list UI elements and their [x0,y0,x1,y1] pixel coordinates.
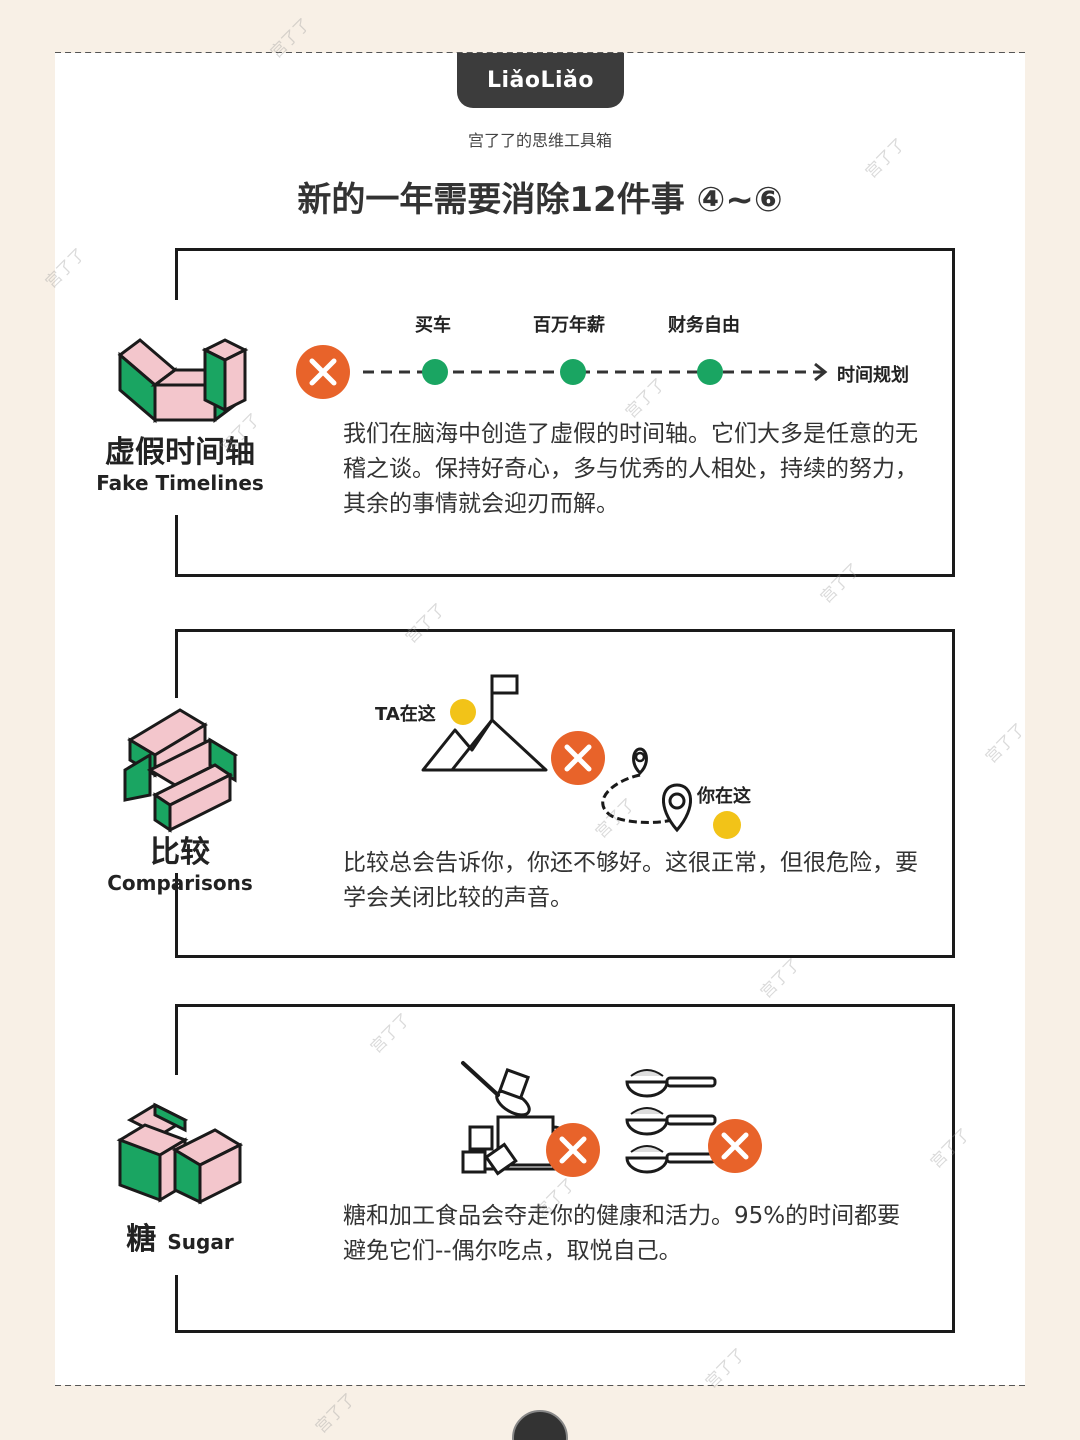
map-route-icon [601,747,692,833]
watermark: 宫了了 [311,1389,359,1437]
item-4-label: 虚假时间轴 Fake Timelines [95,435,265,495]
label-you: 你在这 [697,786,751,807]
brand-logo: LiǎoLiǎo [457,53,624,108]
item-4-title-en: Fake Timelines [96,471,264,495]
close-x-icon [551,731,605,785]
timeline-milestone-1 [422,359,448,385]
number-6-block-icon [116,1102,244,1205]
timeline-graphic [296,345,828,399]
timeline-label-2: 百万年薪 [533,315,605,336]
timeline-label-1: 买车 [415,315,451,336]
label-them: TA在这 [375,704,436,725]
item-6-title-en: Sugar [167,1230,234,1254]
yellow-dot-them [450,699,476,725]
footer-logo-badge [512,1410,568,1440]
item-5-label: 比较 Comparisons [95,835,265,895]
item-6-body: 糖和加工食品会夺走你的健康和活力。95%的时间都要避免它们--偶尔吃点，取悦自己… [343,1203,901,1264]
page-subtitle: 宫了了的思维工具箱 [467,131,612,150]
timeline-milestone-2 [560,359,586,385]
item-4-title-cn: 虚假时间轴 [105,435,255,470]
card-fake-timelines [175,248,955,577]
item-6-title-cn: 糖 [126,1222,157,1257]
close-x-icon [708,1119,762,1173]
timeline-end-label: 时间规划 [837,365,909,386]
page-title: 新的一年需要消除12件事 ④~⑥ [297,180,783,220]
timeline-label-3: 财务自由 [668,315,740,336]
yellow-dot-you [713,811,741,839]
timeline-milestone-3 [697,359,723,385]
item-5-title-en: Comparisons [107,871,253,895]
measuring-spoons-icon [625,1069,717,1174]
item-5-title-cn: 比较 [150,835,210,870]
item-6-label: 糖 Sugar [95,1222,265,1258]
number-4-block-icon [117,338,249,424]
item-5-body: 比较总会告诉你，你还不够好。这很正常，但很危险，要学会关闭比较的声音。 [343,850,918,911]
number-5-block-icon [123,708,239,833]
mountain-flag-icon [421,674,548,772]
item-4-body: 我们在脑海中创造了虚假的时间轴。它们大多是任意的无稽之谈。保持好奇心，多与优秀的… [343,421,918,517]
close-x-icon [546,1123,600,1177]
card-comparisons [175,629,955,958]
bottom-dashed-border [55,1384,1025,1386]
